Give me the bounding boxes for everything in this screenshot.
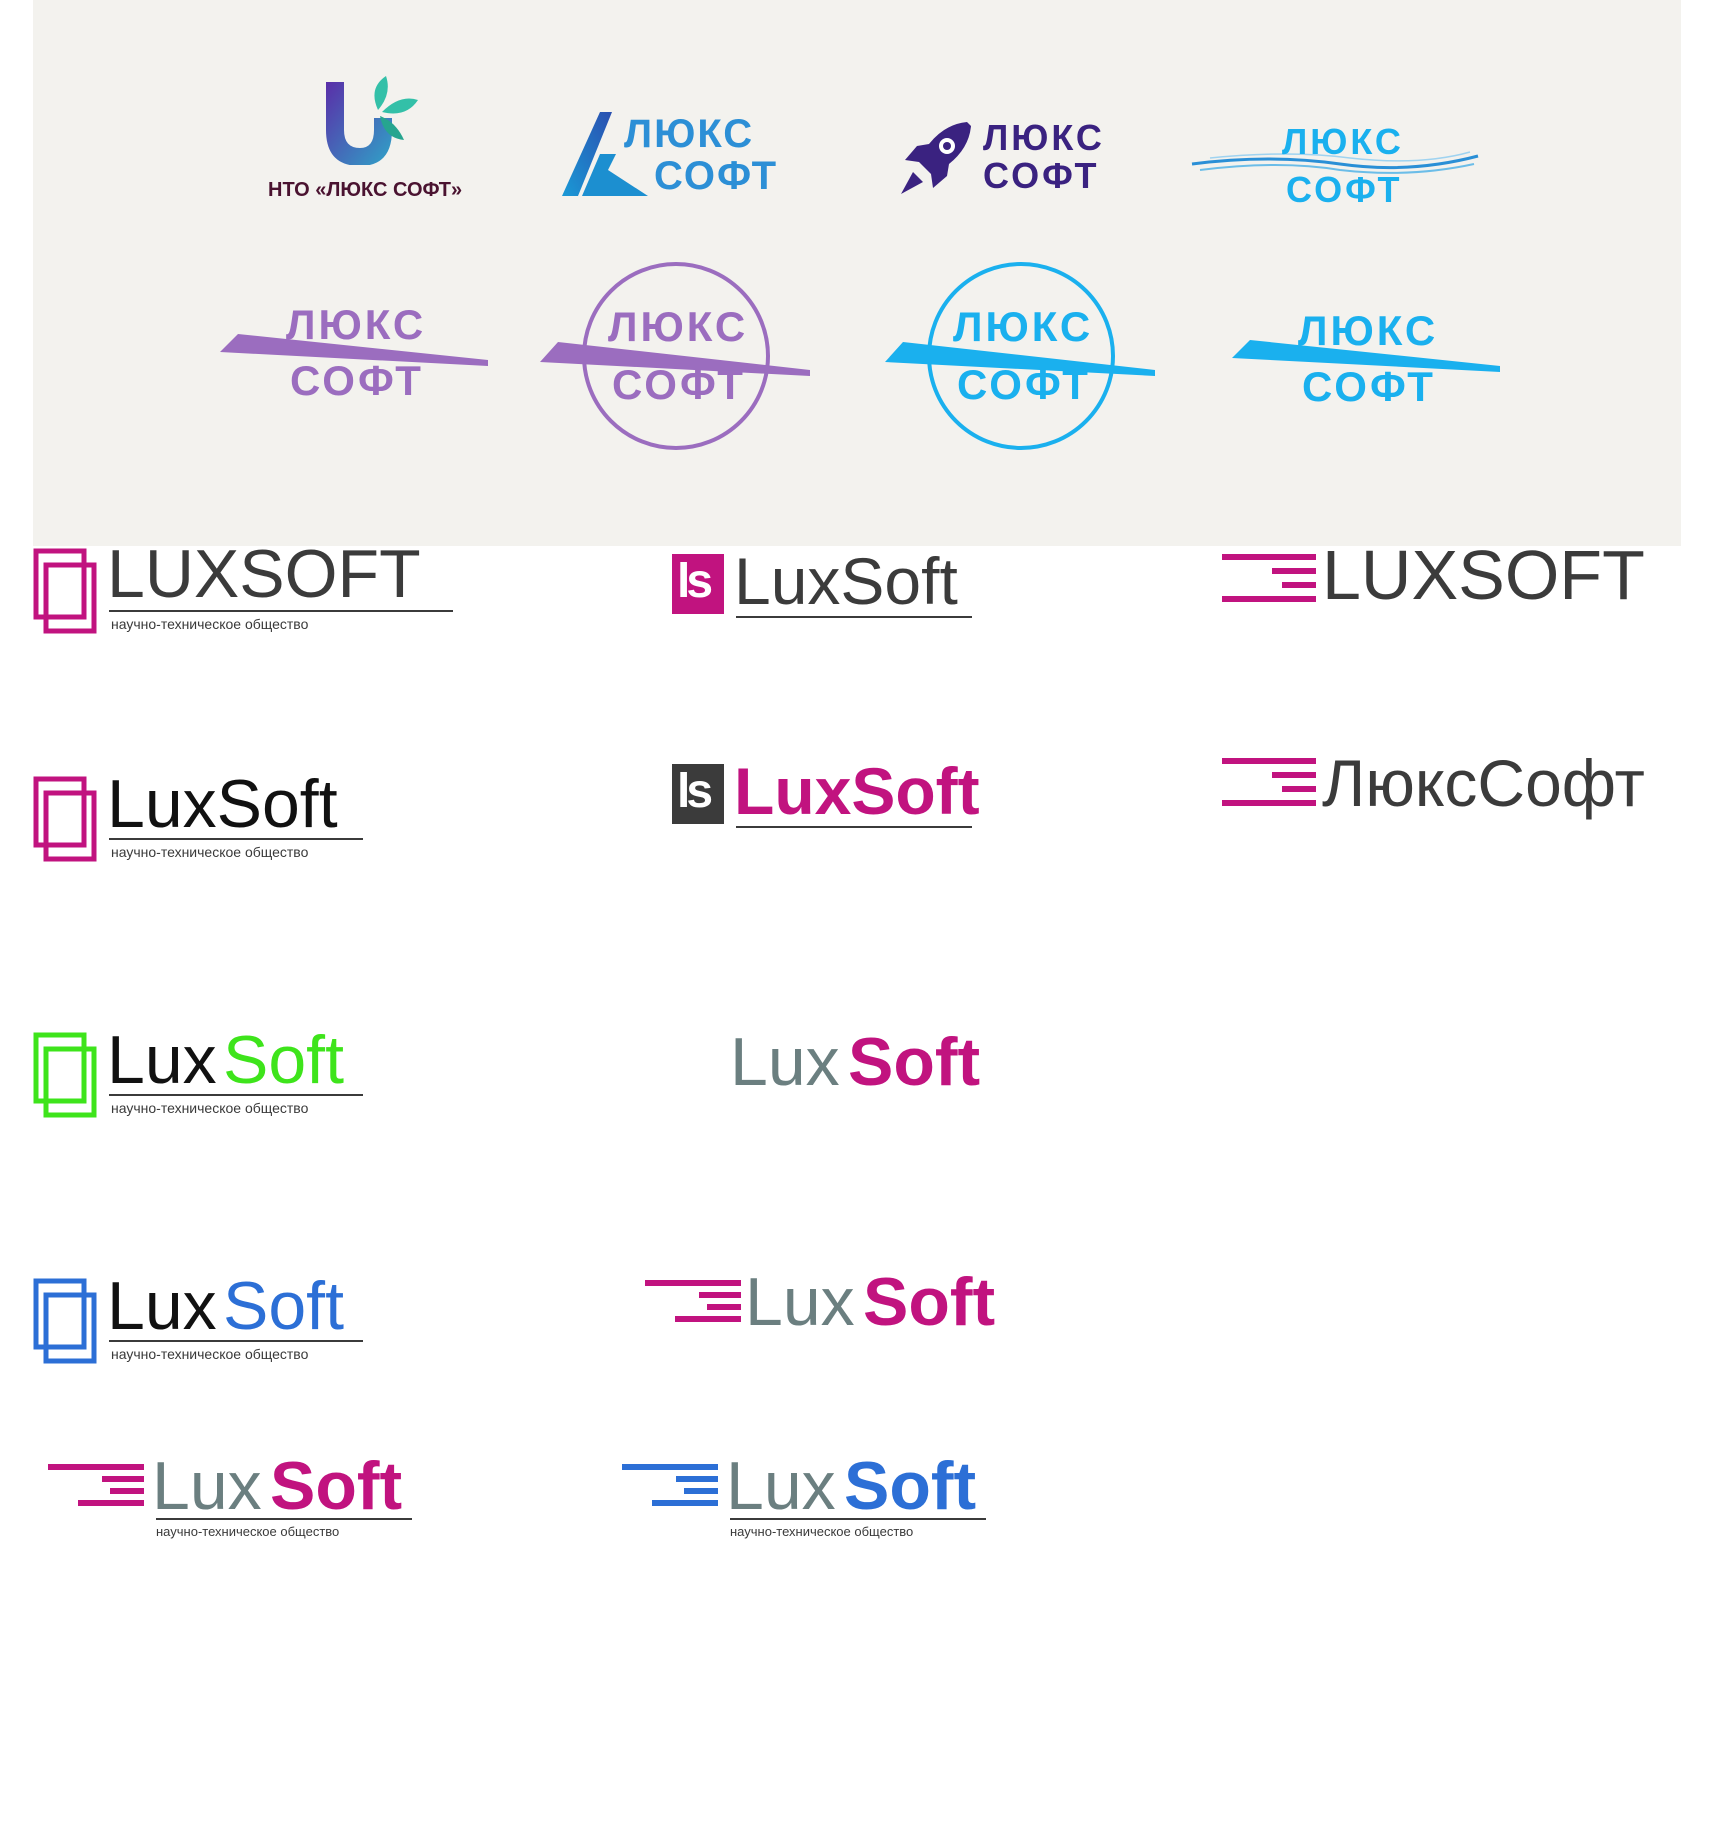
lux-text: Lux	[745, 1264, 855, 1340]
wave-logo: ЛЮКС СОФТ	[1190, 124, 1480, 210]
stripes-luxsoft-caps-logo: LUXSOFT	[1222, 540, 1682, 620]
violet-wing-line2: СОФТ	[290, 357, 424, 404]
lux-text: Lux	[107, 1268, 217, 1344]
plain-luxsoft-logo: Lux Soft	[730, 1028, 1010, 1108]
leaf-u-caption: НТО «ЛЮКС СОФТ»	[268, 179, 463, 201]
violet-wing-logo: ЛЮКС СОФТ	[220, 300, 490, 410]
soft-text: Soft	[844, 1448, 977, 1524]
underline	[109, 1340, 363, 1342]
soft-text: Soft	[848, 1024, 981, 1100]
ls-box-luxsoft-logo: ls LuxSoft	[672, 548, 982, 628]
triangle-logo-line1: ЛЮКС	[624, 112, 755, 156]
lux-text: Lux	[726, 1448, 836, 1524]
luxsoft-caps-text: LUXSOFT	[1322, 536, 1645, 614]
soft-text: Soft	[863, 1264, 996, 1340]
subtitle-text: научно-техническое общество	[111, 616, 309, 632]
subtitle-text: научно-техническое общество	[730, 1524, 914, 1539]
ls-dark-box-luxsoft-logo: ls LuxSoft	[672, 758, 982, 838]
stripes-luxsoft-logo: Lux Soft	[645, 1268, 1015, 1358]
underline	[109, 838, 363, 840]
rocket-logo-line2: СОФТ	[983, 155, 1100, 196]
rocket-logo-line1: ЛЮКС	[983, 117, 1105, 158]
violet-circle-line1: ЛЮКС	[608, 303, 749, 350]
logo-sheet-background	[33, 0, 1681, 546]
speed-lines-icon	[645, 1280, 741, 1322]
underline	[736, 826, 972, 828]
underline	[730, 1518, 986, 1520]
cyan-circle-logo: ЛЮКС СОФТ	[885, 262, 1157, 452]
subtitle-text: научно-техническое общество	[111, 1100, 309, 1116]
cyan-wing-line1: ЛЮКС	[1298, 307, 1439, 354]
ls-mark-text: ls	[677, 555, 713, 608]
rocket-icon	[901, 122, 971, 194]
underline	[736, 616, 972, 618]
luxsoft-text: LuxSoft	[107, 766, 338, 842]
speed-lines-icon	[1222, 758, 1316, 806]
circle-wing-icon	[885, 262, 1155, 450]
squares-luxsoft-green-logo: Lux Soft научно-техническое общество	[33, 1026, 363, 1126]
ls-box-icon: ls	[672, 764, 724, 824]
lux-text: Lux	[152, 1448, 262, 1524]
soft-text: Soft	[270, 1448, 403, 1524]
underline	[109, 1094, 363, 1096]
double-square-icon	[33, 548, 97, 634]
speed-lines-icon	[48, 1464, 144, 1506]
triangle-logo-line2: СОФТ	[654, 154, 779, 198]
ls-box-icon: ls	[672, 554, 724, 614]
violet-circle-line2: СОФТ	[612, 361, 746, 408]
speed-lines-icon	[1222, 554, 1316, 602]
triangle-logo: ЛЮКС СОФТ	[560, 110, 776, 200]
violet-wing-line1: ЛЮКС	[286, 301, 427, 348]
double-square-icon	[33, 1032, 97, 1118]
lux-text: Lux	[730, 1024, 840, 1100]
cyan-circle-line2: СОФТ	[957, 361, 1091, 408]
underline	[156, 1518, 412, 1520]
luxsoft-text: LuxSoft	[734, 754, 980, 828]
speed-lines-icon	[622, 1464, 718, 1506]
squares-luxsoft-blue-logo: Lux Soft научно-техническое общество	[33, 1272, 363, 1372]
cyan-wing-line2: СОФТ	[1302, 363, 1436, 410]
subtitle-text: научно-техническое общество	[156, 1524, 340, 1539]
soft-text: Soft	[223, 1022, 344, 1098]
circle-wing-icon	[540, 262, 810, 450]
lux-text: Lux	[107, 1022, 217, 1098]
rocket-logo: ЛЮКС СОФТ	[895, 118, 1110, 198]
subtitle-text: научно-техническое общество	[111, 1346, 309, 1362]
double-square-icon	[33, 1278, 97, 1364]
violet-circle-logo: ЛЮКС СОФТ	[540, 262, 812, 452]
cyan-circle-line1: ЛЮКС	[953, 303, 1094, 350]
soft-text: Soft	[223, 1268, 344, 1344]
stripes-luxsoft-magenta-logo: Lux Soft научно-техническое общество	[48, 1452, 428, 1552]
stripes-cyrillic-logo: ЛюксСофт	[1222, 750, 1682, 830]
wave-logo-line2: СОФТ	[1286, 169, 1403, 210]
ls-mark-text: ls	[677, 765, 713, 818]
wing-icon	[220, 334, 488, 366]
leaf-u-icon	[326, 76, 418, 165]
wave-icon	[1191, 151, 1479, 174]
squares-luxsoft-black-logo: LuxSoft научно-техническое общество	[33, 770, 363, 870]
wing-icon	[1232, 340, 1500, 372]
cyan-wing-logo: ЛЮКС СОФТ	[1232, 306, 1502, 416]
triangle-icon	[562, 112, 648, 196]
cyrillic-text: ЛюксСофт	[1322, 746, 1645, 820]
leaf-u-logo: НТО «ЛЮКС СОФТ»	[260, 70, 480, 205]
subtitle-text: научно-техническое общество	[111, 844, 309, 860]
luxsoft-text: LuxSoft	[734, 544, 958, 618]
luxsoft-caps-text: LUXSOFT	[107, 536, 421, 612]
underline	[109, 610, 453, 612]
stripes-luxsoft-blue-logo: Lux Soft научно-техническое общество	[622, 1452, 1002, 1552]
double-square-icon	[33, 776, 97, 862]
wave-logo-line1: ЛЮКС	[1282, 121, 1404, 162]
squares-luxsoft-caps-logo: LUXSOFT научно-техническое общество	[33, 540, 453, 640]
